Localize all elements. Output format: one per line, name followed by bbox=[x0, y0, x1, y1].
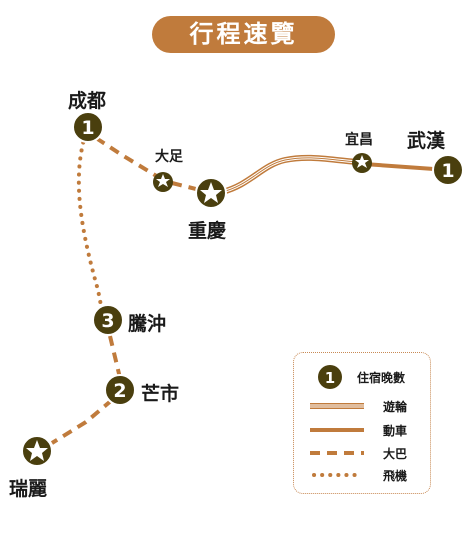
node-chengdu: 1 bbox=[72, 111, 104, 143]
bus-route-mangshi-ruili bbox=[50, 398, 114, 445]
city-label-dazu: 大足 bbox=[155, 149, 183, 165]
svg-text:1: 1 bbox=[81, 117, 94, 139]
flight-route-chengdu-tengchong bbox=[76, 125, 105, 318]
svg-text:1: 1 bbox=[441, 160, 454, 182]
legend-box bbox=[293, 352, 431, 494]
node-wuhan: 1 bbox=[432, 154, 464, 186]
city-label-chongqing: 重慶 bbox=[188, 220, 227, 242]
star-icon bbox=[153, 172, 173, 192]
legend-label-bus: 大巴 bbox=[383, 447, 408, 461]
city-label-chengdu: 成都 bbox=[68, 90, 107, 112]
legend-nights-icon: 1 bbox=[318, 365, 342, 389]
star-icon bbox=[352, 153, 372, 173]
legend-label-nights: 住宿晚數 bbox=[357, 371, 406, 385]
city-label-mangshi: 芒市 bbox=[141, 383, 180, 405]
node-tengchong: 3 bbox=[92, 304, 124, 336]
svg-text:1: 1 bbox=[325, 369, 335, 387]
bus-route-chengdu-dazu bbox=[94, 136, 165, 182]
legend-label-cruise: 遊輪 bbox=[383, 400, 408, 414]
cruise-route-chongqing-yichang bbox=[221, 154, 359, 195]
bus-route-dazu-chongqing bbox=[171, 181, 201, 192]
city-label-tengchong: 騰沖 bbox=[128, 313, 167, 335]
legend-label-flight: 飛機 bbox=[383, 469, 408, 483]
legend-label-train: 動車 bbox=[383, 424, 408, 438]
city-label-yichang: 宜昌 bbox=[345, 132, 373, 148]
star-icon bbox=[195, 177, 227, 209]
svg-text:3: 3 bbox=[101, 310, 114, 332]
node-mangshi: 2 bbox=[104, 374, 136, 406]
star-icon bbox=[21, 435, 53, 467]
bus-route-tengchong-mangshi bbox=[108, 335, 122, 379]
map-title: 行程速覽 bbox=[152, 16, 335, 53]
svg-text:2: 2 bbox=[113, 380, 126, 402]
city-label-ruili: 瑞麗 bbox=[9, 478, 48, 500]
city-label-wuhan: 武漢 bbox=[407, 130, 446, 152]
